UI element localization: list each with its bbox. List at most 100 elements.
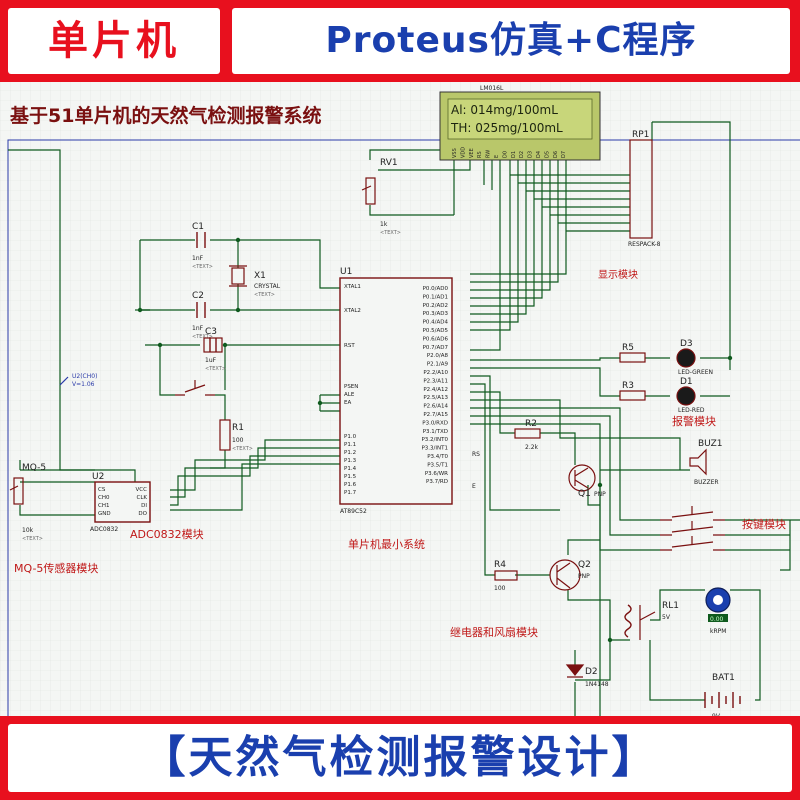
lcd-pin-label: D7 — [561, 151, 567, 158]
d2-label: D2 — [585, 667, 598, 677]
r4-label: R4 — [494, 560, 506, 570]
q2-model: PNP — [578, 573, 590, 580]
mq5-label: MQ-5 — [22, 463, 46, 473]
u1-left-pin-label: P1.3 — [344, 458, 357, 464]
d3-led-green: D3 LED-GREEN — [676, 339, 713, 376]
u1-left-pin-labels: XTAL1XTAL2RSTPSENALEEAP1.0P1.1P1.2P1.3P1… — [344, 284, 361, 496]
rp1-model: RESPACK-8 — [628, 241, 661, 248]
bat1-battery: BAT1 9V — [704, 673, 741, 716]
u1-left-pin-label: P1.5 — [344, 474, 357, 480]
u1-right-pin-label: P0.0/AD0 — [423, 286, 449, 292]
d1-label: D1 — [680, 377, 693, 387]
u1-right-pin-label: P2.2/A10 — [423, 370, 448, 376]
rv1-label: RV1 — [380, 158, 398, 168]
u2-left-pin-label: CH0 — [98, 495, 110, 501]
c1-label: C1 — [192, 222, 204, 232]
fan-motor: 0.00 kRPM — [705, 587, 731, 635]
r1-value: 100 — [232, 437, 244, 444]
x1-model: CRYSTAL — [254, 283, 281, 290]
rv1-value: 1k — [380, 221, 388, 228]
lcd-pin-label: VEE — [469, 148, 475, 158]
rv1-potentiometer: RV1 1k <TEXT> — [361, 158, 401, 236]
lcd-line2: TH: 025mg/100mL — [450, 121, 563, 135]
c2-capacitor: C2 1nF <TEXT> — [192, 291, 213, 340]
u1-model: AT89C52 — [340, 508, 367, 515]
u1-right-pin-label: P0.1/AD1 — [423, 294, 448, 300]
u2-left-pin-label: CH1 — [98, 503, 109, 509]
e-signal-label: E — [472, 483, 476, 490]
c3-text: <TEXT> — [205, 366, 226, 372]
mq5-sensor: MQ-5 10k <TEXT> — [9, 463, 46, 542]
d2-diode: D2 1N4148 — [565, 664, 609, 688]
module-label-adc: ADC0832模块 — [130, 528, 204, 541]
bat1-value: 9V — [712, 713, 721, 716]
r4-value: 100 — [494, 585, 506, 592]
module-label-display: 显示模块 — [598, 269, 638, 281]
u1-microcontroller: U1 AT89C52 XTAL1XTAL2RSTPSENALEEAP1.0P1.… — [339, 267, 453, 515]
rl1-value: 5V — [662, 614, 671, 621]
module-label-sensor: MQ-5传感器模块 — [14, 562, 98, 575]
u1-right-pin-label: P0.6/AD6 — [423, 336, 449, 342]
c3-capacitor: C3 1uF <TEXT> — [203, 327, 226, 372]
lcd-pin-label: D3 — [528, 151, 534, 158]
q1-model: PNP — [594, 491, 606, 498]
top-left-label: 单片机 — [48, 18, 180, 64]
u2-right-pin-label: DI — [141, 503, 147, 509]
u1-right-pin-label: P2.3/A11 — [423, 378, 448, 384]
c1-capacitor: C1 1nF <TEXT> — [192, 222, 213, 270]
probe-name: U2(CH0) — [72, 373, 97, 380]
top-left-badge: 单片机 — [8, 8, 220, 74]
rp1-respack: RP1 RESPACK-8 — [628, 130, 661, 248]
u1-right-pin-label: P2.1/A9 — [427, 362, 449, 368]
u1-right-pin-label: P2.7/A15 — [423, 412, 448, 418]
x1-text: <TEXT> — [254, 292, 275, 298]
u1-right-pin-label: P0.4/AD4 — [423, 320, 449, 326]
lcd-pin-label: D5 — [544, 151, 550, 158]
u1-right-pin-label: P2.5/A13 — [423, 395, 448, 401]
c2-value: 1nF — [192, 325, 204, 332]
r2-value: 2.2k — [525, 444, 539, 451]
lcd-pin-label: D1 — [511, 151, 517, 158]
motor-unit: kRPM — [710, 628, 726, 635]
r2-resistor: R2 2.2k — [514, 419, 541, 451]
r1-text: <TEXT> — [232, 446, 253, 452]
u1-right-pin-label: P3.5/T1 — [427, 462, 448, 468]
r1-label: R1 — [232, 423, 244, 433]
r4-resistor: R4 100 — [494, 560, 518, 592]
bat1-label: BAT1 — [712, 673, 735, 683]
u1-left-pin-label: P1.6 — [344, 482, 357, 488]
lcd-pin-label: D6 — [553, 151, 559, 158]
x1-crystal: X1 CRYSTAL <TEXT> — [229, 265, 281, 298]
u1-right-pin-labels: P0.0/AD0P0.1/AD1P0.2/AD2P0.3/AD3P0.4/AD4… — [421, 286, 448, 485]
u1-left-pin-label: XTAL1 — [344, 284, 361, 290]
u1-right-pin-label: P3.7/RD — [426, 479, 448, 485]
d2-model: 1N4148 — [585, 681, 609, 688]
lcd-pin-label: D0 — [502, 151, 508, 158]
buzzer: BUZ1 BUZZER — [689, 439, 723, 486]
lcd-display: Al: 014mg/100mL TH: 025mg/100mL LM016L V… — [439, 85, 601, 161]
probe-value: V=1.06 — [72, 381, 95, 388]
u1-right-pin-label: P0.7/AD7 — [423, 345, 449, 351]
key-buttons — [660, 506, 725, 551]
d3-model: LED-GREEN — [678, 369, 713, 376]
c1-value: 1nF — [192, 255, 204, 262]
u1-right-pin-label: P2.6/A14 — [423, 404, 448, 410]
x1-label: X1 — [254, 271, 266, 281]
u2-right-pin-label: DO — [138, 511, 147, 517]
u1-right-pin-label: P0.5/AD5 — [423, 328, 449, 334]
wires — [8, 121, 800, 716]
lcd-pin-label: D2 — [519, 151, 525, 158]
lcd-pin-label: RS — [477, 151, 483, 158]
u1-left-pin-label: P1.0 — [344, 434, 357, 440]
u2-label: U2 — [92, 472, 104, 482]
r3-label: R3 — [622, 381, 634, 391]
top-right-badge: Proteus仿真+C程序 — [232, 8, 790, 74]
u1-right-pin-label: P0.2/AD2 — [423, 303, 448, 309]
u1-right-pin-label: P3.6/WR — [425, 471, 448, 477]
u1-left-pin-label: P1.4 — [344, 466, 357, 472]
top-banner: 单片机 Proteus仿真+C程序 — [0, 0, 800, 82]
u2-left-pin-label: CS — [98, 487, 106, 493]
u1-right-pin-label: P2.4/A12 — [423, 387, 448, 393]
u1-right-pin-label: P3.4/T0 — [427, 454, 448, 460]
buz1-model: BUZZER — [694, 479, 719, 486]
